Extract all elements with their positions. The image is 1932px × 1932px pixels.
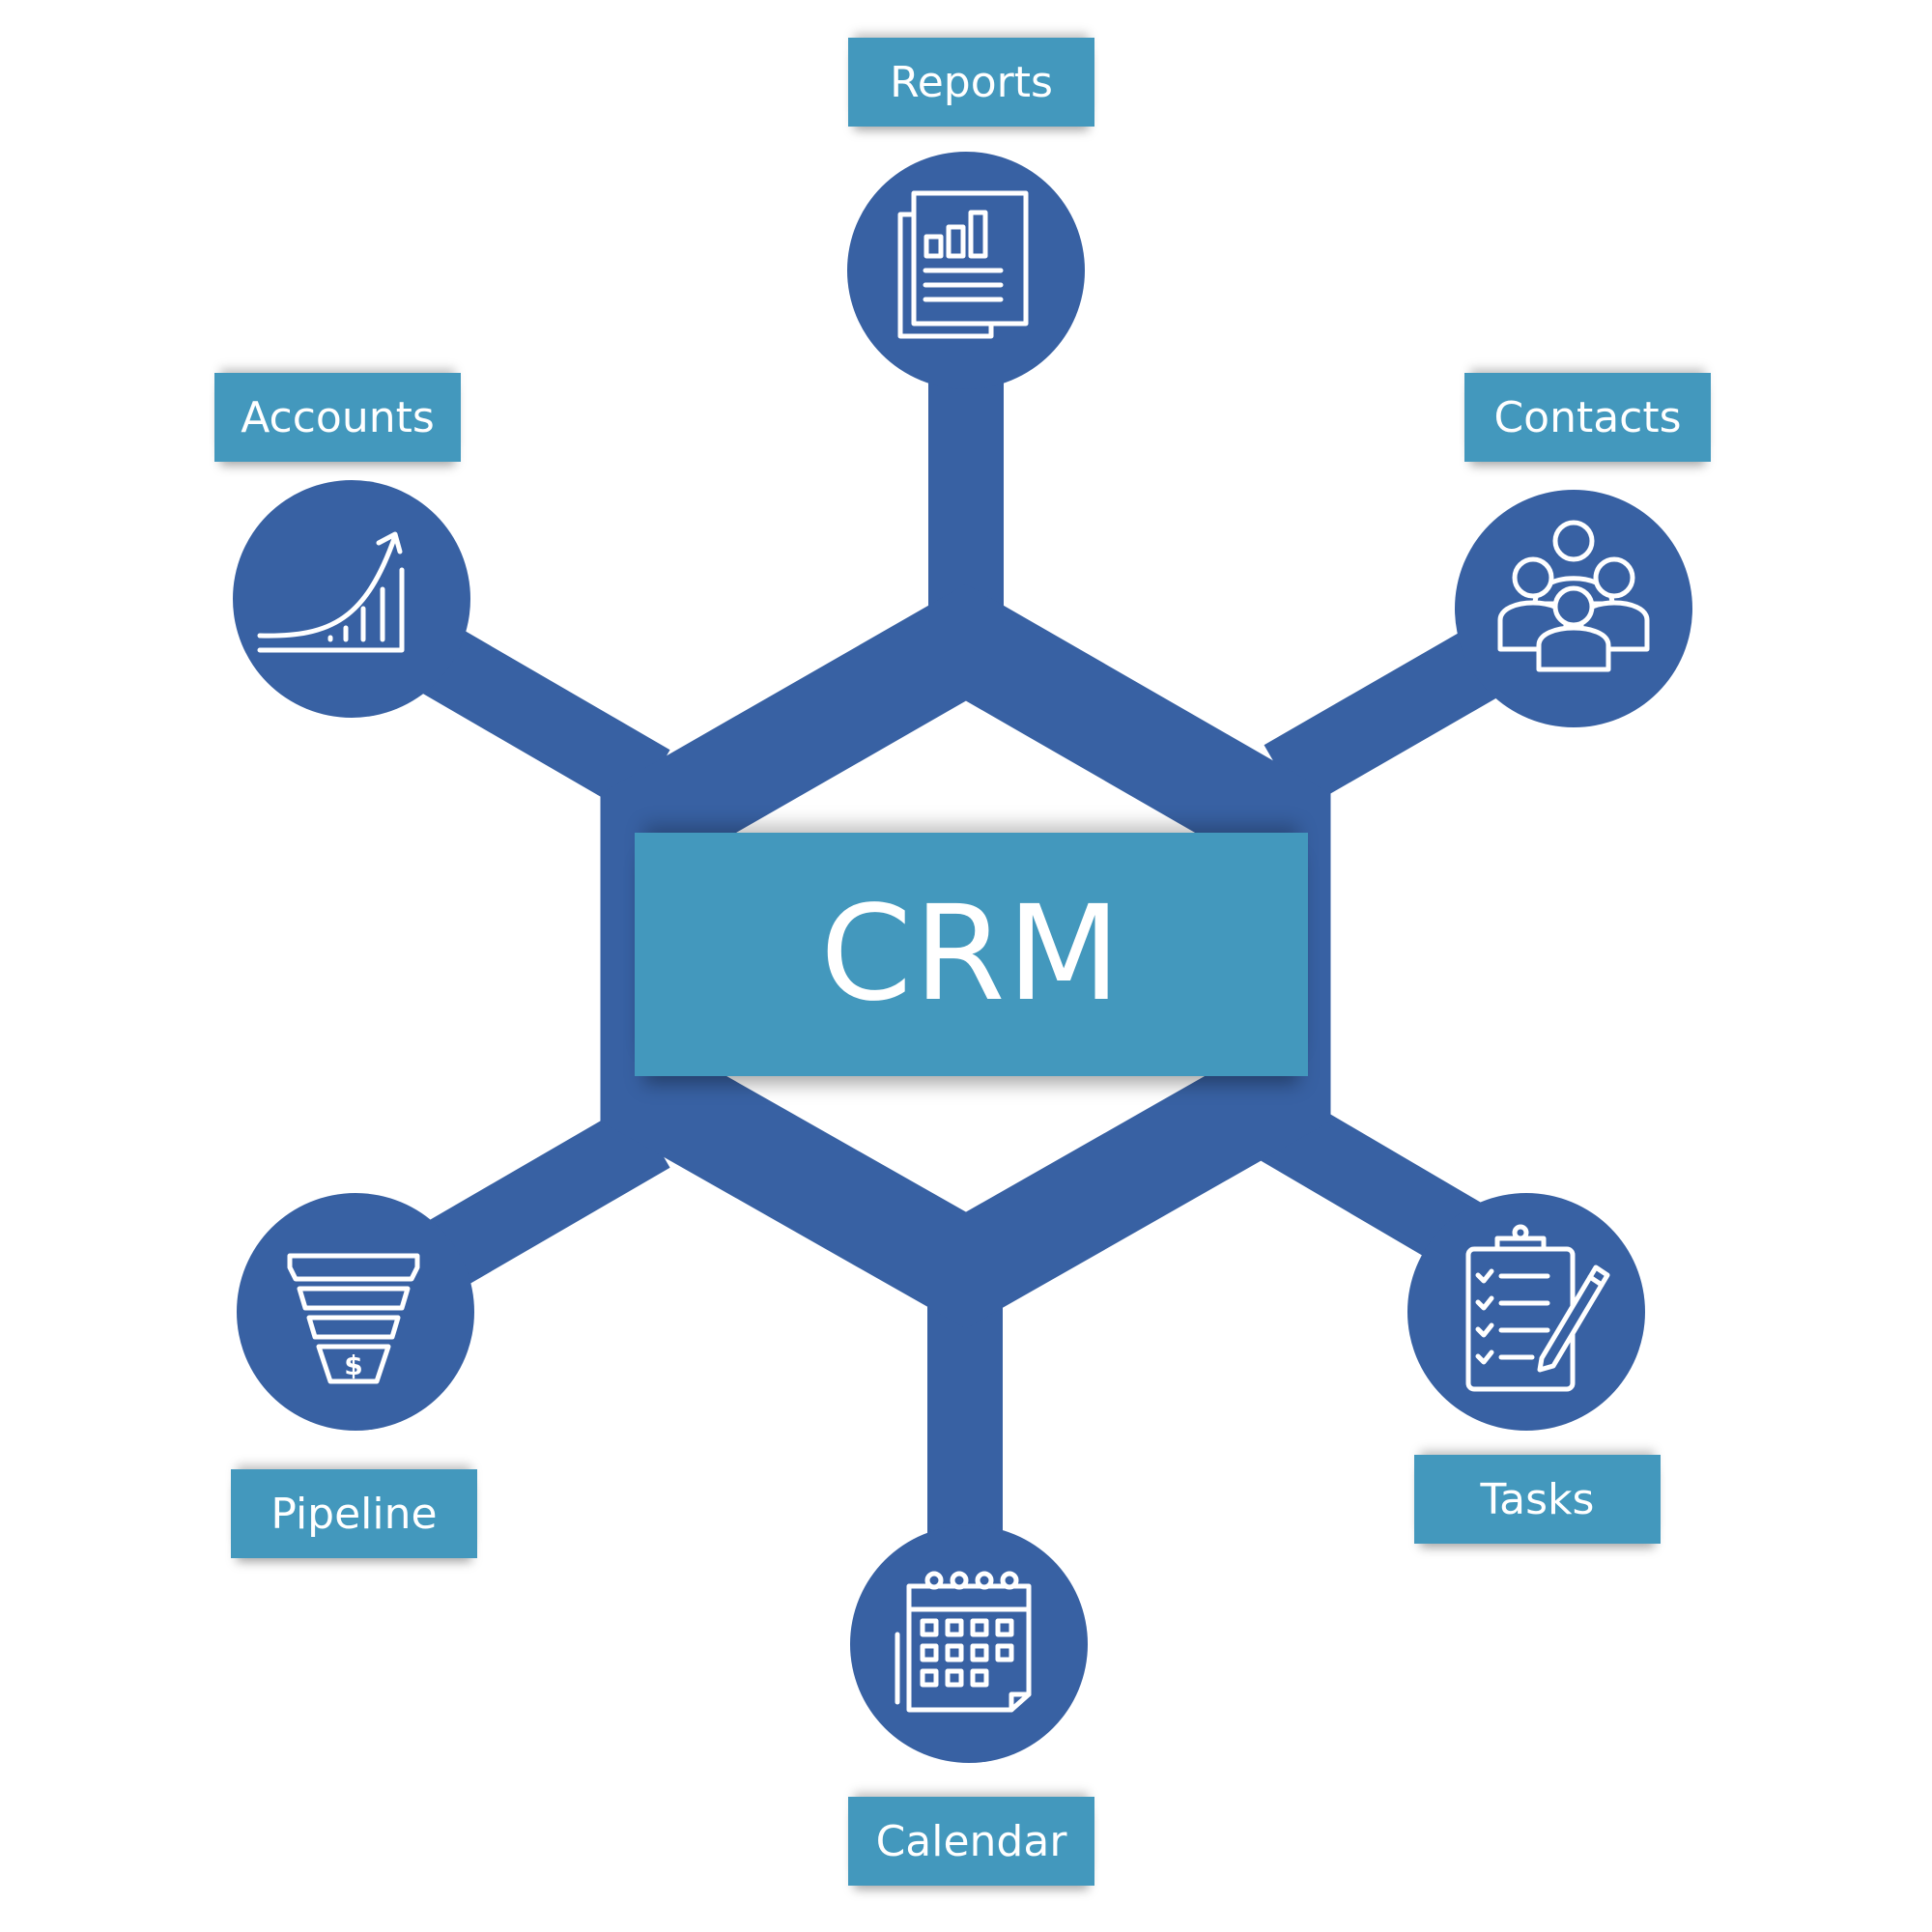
clipboard-checklist-icon [1465, 1224, 1610, 1392]
hub-hexagon [600, 583, 1331, 1329]
calendar-label: Calendar [848, 1797, 1094, 1886]
node-pipeline[interactable] [237, 1193, 474, 1431]
reports-label: Reports [848, 38, 1094, 127]
calendar-icon [895, 1571, 1032, 1713]
crm-center-label: CRM [635, 833, 1308, 1076]
spoke-pipeline [415, 1102, 670, 1293]
svg-text:$: $ [344, 1350, 362, 1381]
sales-funnel-icon: $ [287, 1253, 420, 1384]
report-chart-icon [897, 190, 1029, 339]
tasks-label: Tasks [1414, 1455, 1661, 1544]
contacts-label: Contacts [1464, 373, 1711, 462]
accounts-label: Accounts [214, 373, 461, 462]
people-group-icon [1497, 520, 1650, 672]
node-accounts[interactable] [233, 480, 470, 718]
pipeline-label: Pipeline [231, 1469, 477, 1558]
node-calendar[interactable] [850, 1525, 1088, 1763]
spoke-accounts [415, 624, 670, 815]
growth-chart-icon [257, 531, 405, 653]
spoke-contacts [1264, 624, 1512, 810]
